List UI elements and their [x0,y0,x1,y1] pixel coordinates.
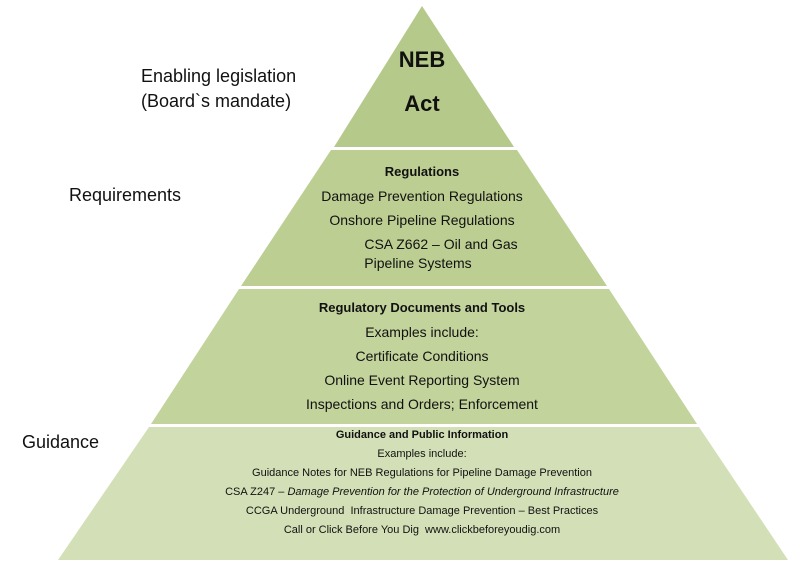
regulatory-documents-title: Regulatory Documents and Tools [318,300,526,315]
tier-regulations-shape [241,150,607,286]
enabling-legislation-label: Enabling legislation (Board`s mandate) [141,64,296,114]
regulations-item: Onshore Pipeline Regulations [329,212,515,228]
enabling-legislation-line1: Enabling legislation [141,66,297,86]
guidance-item: Guidance Notes for NEB Regulations for P… [252,467,592,479]
tier-regulatory-documents-text: Regulatory Documents and Tools Examples … [272,296,572,416]
tier-act-text: NEB Act [372,38,472,126]
guidance-item: Call or Click Before You Dig www.clickbe… [283,524,561,536]
enabling-legislation-line2: (Board`s mandate) [141,91,292,111]
act-title-line2: Act [404,91,440,116]
regulatory-documents-item: Inspections and Orders; Enforcement [306,396,538,412]
csa-z247-title: Damage Prevention for the Protection of … [287,486,619,498]
regulations-item: Damage Prevention Regulations [321,188,523,204]
regulatory-documents-item: Online Event Reporting System [324,372,520,388]
regulations-item: Pipeline Systems [364,255,472,271]
tier-guidance-text: Guidance and Public Information Examples… [172,426,672,540]
guidance-title: Guidance and Public Information [335,429,509,441]
regulations-item: CSA Z662 – Oil and Gas [364,236,518,252]
guidance-item: Examples include: [377,448,467,460]
regulatory-documents-item: Examples include: [365,324,479,340]
regulatory-documents-item: Certificate Conditions [355,348,489,364]
tier-regulations-text: Regulations Damage Prevention Regulation… [272,160,572,273]
tier-regulatory-documents-shape [151,289,697,424]
act-title-line1: NEB [398,47,446,72]
tier-guidance-shape [58,427,788,560]
guidance-item: CCGA Underground Infrastructure Damage P… [245,505,599,517]
regulations-title: Regulations [384,164,460,179]
guidance-item-csa-z247: CSA Z247 – Damage Prevention for the Pro… [172,483,672,502]
csa-z247-prefix: CSA Z247 – [225,486,288,498]
tier-act-shape [334,6,514,147]
requirements-label: Requirements [69,185,182,205]
guidance-label: Guidance [22,432,100,452]
